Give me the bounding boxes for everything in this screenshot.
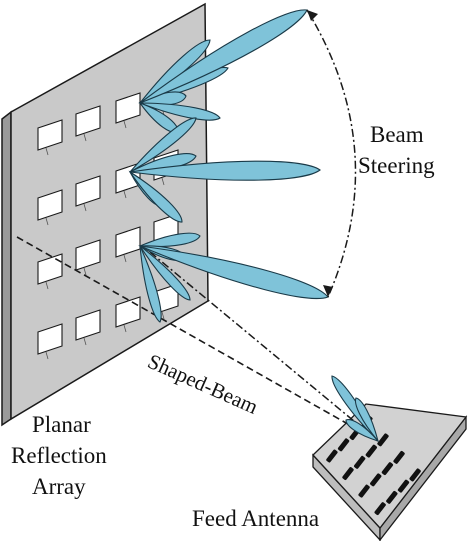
feed-slot [353, 455, 366, 469]
feed-slot [374, 502, 386, 516]
beam-label: Beam [370, 122, 424, 147]
steering-label: Steering [358, 153, 435, 178]
feed-slot [377, 433, 389, 447]
feed-slot [386, 490, 398, 504]
beam-lobe [139, 245, 162, 323]
reflection-patch [115, 92, 141, 129]
feed-slot-grid [326, 415, 421, 516]
feed-slot [326, 449, 338, 463]
feed-slot [342, 467, 354, 481]
beam-lobe [345, 419, 380, 443]
reflection-label: Reflection [11, 443, 107, 468]
reflection-patch [115, 226, 141, 263]
feed-slot [397, 479, 410, 493]
reflection-patch [115, 296, 141, 333]
beam-lobe [129, 160, 321, 181]
beam-lobe [139, 232, 201, 248]
beam-lobe [354, 397, 379, 442]
steering-arrow-bottom [323, 285, 333, 297]
beam-lobe [129, 117, 197, 173]
beam-lobe [129, 171, 183, 223]
feed-ray-line [149, 251, 379, 442]
feed-slot [393, 450, 405, 464]
feed-antenna-label: Feed Antenna [192, 506, 320, 531]
reflection-patch [37, 323, 63, 360]
shaped-beam-line [16, 236, 379, 442]
feed-slot [370, 473, 382, 487]
beam-lobe [139, 245, 191, 301]
beam-lobe [139, 102, 221, 121]
reflection-patch [75, 239, 101, 276]
feed-slot [365, 444, 377, 458]
beam-lobes [128, 9, 380, 443]
feed-slot [409, 468, 421, 482]
reflection-patch [37, 119, 63, 156]
feed-slot [337, 438, 350, 452]
feed-slot [381, 462, 394, 476]
reflection-patch [75, 175, 101, 212]
panel-side-edge [1, 110, 12, 427]
steering-arrow-top [307, 10, 318, 21]
reflection-patch [75, 309, 101, 346]
steering-arc [306, 9, 357, 298]
reflection-patch [75, 105, 101, 142]
array-label: Array [32, 474, 86, 499]
planar-label: Planar [32, 412, 91, 437]
feed-antenna [312, 403, 468, 541]
feed-slot [358, 484, 370, 498]
reflection-patch [37, 189, 63, 226]
steering-arc-path [306, 9, 357, 298]
reflection-patch [37, 253, 63, 290]
